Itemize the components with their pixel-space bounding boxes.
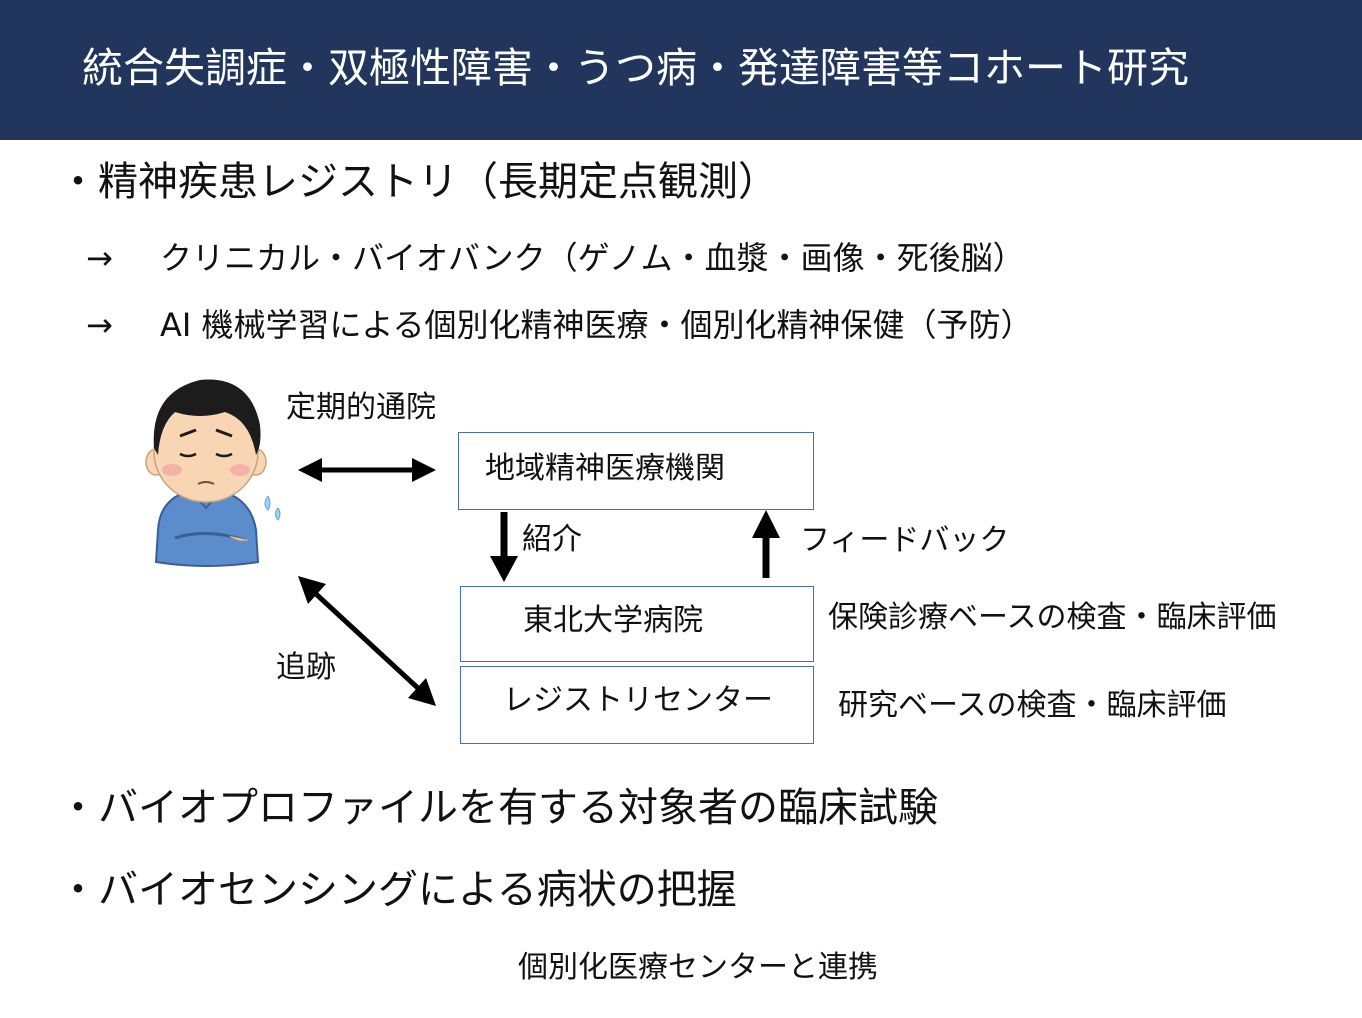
follow-up-arrow: [298, 576, 436, 706]
local-institution-label: 地域精神医療機関: [485, 451, 725, 486]
local-institution-box: 地域精神医療機関: [458, 432, 814, 510]
registry-center-label: レジストリセンター: [503, 683, 773, 718]
referral-label: 紹介: [522, 522, 582, 557]
sub1-arrow: →: [86, 239, 113, 277]
referral-arrow: [490, 512, 518, 582]
tohoku-hospital-label: 東北大学病院: [523, 603, 703, 638]
regular-visit-arrow: [298, 458, 436, 482]
page-title: 統合失調症・双極性障害・うつ病・発達障害等コホート研究: [82, 44, 1189, 92]
sub-bullet-ai: AI 機械学習による個別化精神医療・個別化精神保健（予防）: [160, 306, 1033, 344]
bullet-registry: ・精神疾患レジストリ（長期定点観測）: [58, 159, 778, 205]
feedback-arrow: [752, 510, 780, 578]
header-bar: 統合失調症・双極性障害・うつ病・発達障害等コホート研究: [0, 0, 1362, 140]
bullet-clinical-trial: ・バイオプロファイルを有する対象者の臨床試験: [58, 785, 938, 831]
registry-center-box: レジストリセンター: [460, 666, 814, 744]
collaboration-note: 個別化医療センターと連携: [518, 950, 878, 985]
bullet-biosensing: ・バイオセンシングによる病状の把握: [58, 867, 737, 913]
sub2-arrow: →: [86, 306, 113, 344]
regular-visit-label: 定期的通院: [286, 390, 436, 425]
sub-bullet-biobank: クリニカル・バイオバンク（ゲノム・血漿・画像・死後脳）: [160, 239, 1025, 277]
follow-up-label: 追跡: [276, 650, 336, 685]
tohoku-hospital-box: 東北大学病院: [460, 586, 814, 662]
worried-patient-icon: [145, 379, 281, 567]
research-eval-label: 研究ベースの検査・臨床評価: [838, 688, 1227, 723]
feedback-label: フィードバック: [800, 523, 1010, 558]
insurance-eval-label: 保険診療ベースの検査・臨床評価: [828, 600, 1277, 635]
